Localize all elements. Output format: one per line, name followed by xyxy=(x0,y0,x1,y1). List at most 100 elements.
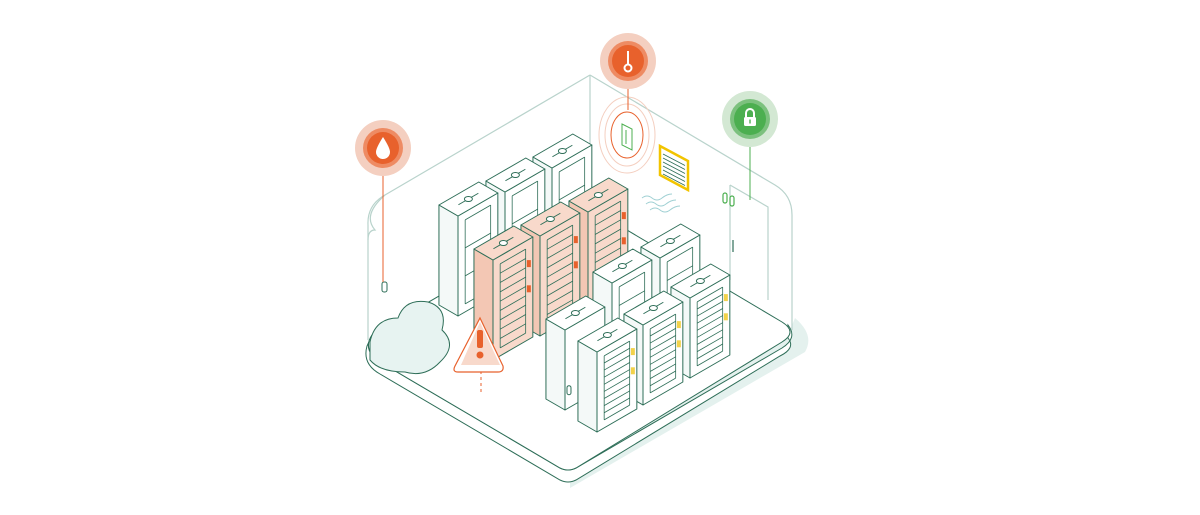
rack-vent xyxy=(617,263,627,269)
warning-triangle-icon xyxy=(453,316,504,392)
water-puddle xyxy=(369,300,450,375)
rack-slot xyxy=(594,238,621,254)
rack-slot xyxy=(603,376,630,392)
rack-slot xyxy=(696,315,723,331)
rack-slot xyxy=(546,290,573,306)
rack-vent xyxy=(593,192,603,198)
status-indicator xyxy=(621,212,626,220)
leak-sensor xyxy=(381,281,388,293)
rack-vent xyxy=(665,238,675,244)
rack-slot xyxy=(649,370,676,387)
rack-slot xyxy=(696,308,723,324)
rack-vent xyxy=(648,305,658,311)
status-indicator xyxy=(676,321,681,329)
rack-vent xyxy=(570,310,580,316)
vent-slat xyxy=(662,169,686,182)
rack-vent xyxy=(602,332,612,338)
rack-slot xyxy=(499,323,526,339)
rack-slot xyxy=(696,329,723,345)
vent-slat xyxy=(662,157,686,170)
rack-slot xyxy=(696,322,723,338)
rack-latch xyxy=(566,385,572,396)
rack-slot xyxy=(558,156,585,173)
rack-slot xyxy=(603,355,630,371)
water-sensor-badge xyxy=(355,120,411,282)
rack-slot xyxy=(603,383,630,399)
rack-slot xyxy=(696,343,723,360)
rack-slot xyxy=(499,258,526,274)
rack-slot xyxy=(649,328,676,344)
rack-slot xyxy=(558,184,585,201)
rack-vent xyxy=(510,172,520,178)
temperature-sensor-badge xyxy=(600,33,656,110)
rack-slot xyxy=(464,204,491,221)
rack-vent xyxy=(695,278,705,284)
status-indicator xyxy=(621,237,626,245)
rack-slot xyxy=(649,363,676,379)
water-drop-icon xyxy=(376,137,390,159)
rack-slot xyxy=(603,369,630,385)
rack-slot xyxy=(499,332,526,349)
rack-vent xyxy=(498,240,508,246)
rack-slot xyxy=(649,356,676,372)
rack-slot xyxy=(594,200,621,217)
rack-slot xyxy=(603,347,630,364)
rack-slot xyxy=(499,248,526,265)
server-racks xyxy=(438,133,731,433)
rack-slot xyxy=(546,280,573,297)
rack-slot xyxy=(696,350,723,367)
status-indicator xyxy=(723,313,728,321)
rack-slot xyxy=(511,208,538,225)
status-indicator xyxy=(526,260,531,268)
rack-slot xyxy=(603,397,630,414)
status-indicator xyxy=(630,348,635,356)
rack-side xyxy=(438,204,459,317)
rack-slot xyxy=(499,286,526,302)
temperature-sensor xyxy=(598,96,656,174)
vent-slat xyxy=(662,153,686,166)
rack-vent xyxy=(557,148,567,154)
status-indicator xyxy=(630,367,635,375)
rack-slot xyxy=(696,336,723,352)
rack-slot xyxy=(594,219,621,235)
rack-slot xyxy=(499,314,526,330)
rack-slot xyxy=(546,243,573,259)
door xyxy=(722,184,769,300)
rack-slot xyxy=(594,210,621,226)
rack-slot xyxy=(666,265,693,281)
rack-side xyxy=(545,318,566,411)
rack-slot xyxy=(649,342,676,358)
rack-slot xyxy=(464,232,491,249)
rack-vent xyxy=(545,216,555,222)
rack-slot xyxy=(546,299,573,315)
status-indicator xyxy=(573,261,578,269)
rack-slot xyxy=(511,180,538,197)
rack-slot xyxy=(603,404,630,421)
rack-slot xyxy=(499,304,526,321)
rack-slot xyxy=(696,286,723,303)
rack-slot xyxy=(603,390,630,406)
status-indicator xyxy=(676,340,681,348)
rack-slot xyxy=(649,349,676,365)
rack-slot xyxy=(499,267,526,283)
rack-slot xyxy=(618,290,645,306)
rack-slot xyxy=(546,271,573,287)
rack-slot xyxy=(546,224,573,241)
rack-slot xyxy=(666,246,693,263)
rack-slot xyxy=(649,313,676,330)
rack-slot xyxy=(594,247,621,263)
rack-slot xyxy=(546,262,573,278)
status-indicator xyxy=(723,294,728,302)
rack-slot xyxy=(603,362,630,378)
rack-slot xyxy=(696,293,723,310)
rack-slot xyxy=(696,301,723,317)
server-rack xyxy=(670,263,731,379)
vent-slat xyxy=(662,165,686,178)
padlock-icon xyxy=(744,108,756,126)
rack-slot xyxy=(649,335,676,351)
thermometer-icon xyxy=(623,51,633,73)
air-vent xyxy=(641,143,690,213)
rack-slot xyxy=(649,320,676,337)
rack-slot xyxy=(499,295,526,311)
